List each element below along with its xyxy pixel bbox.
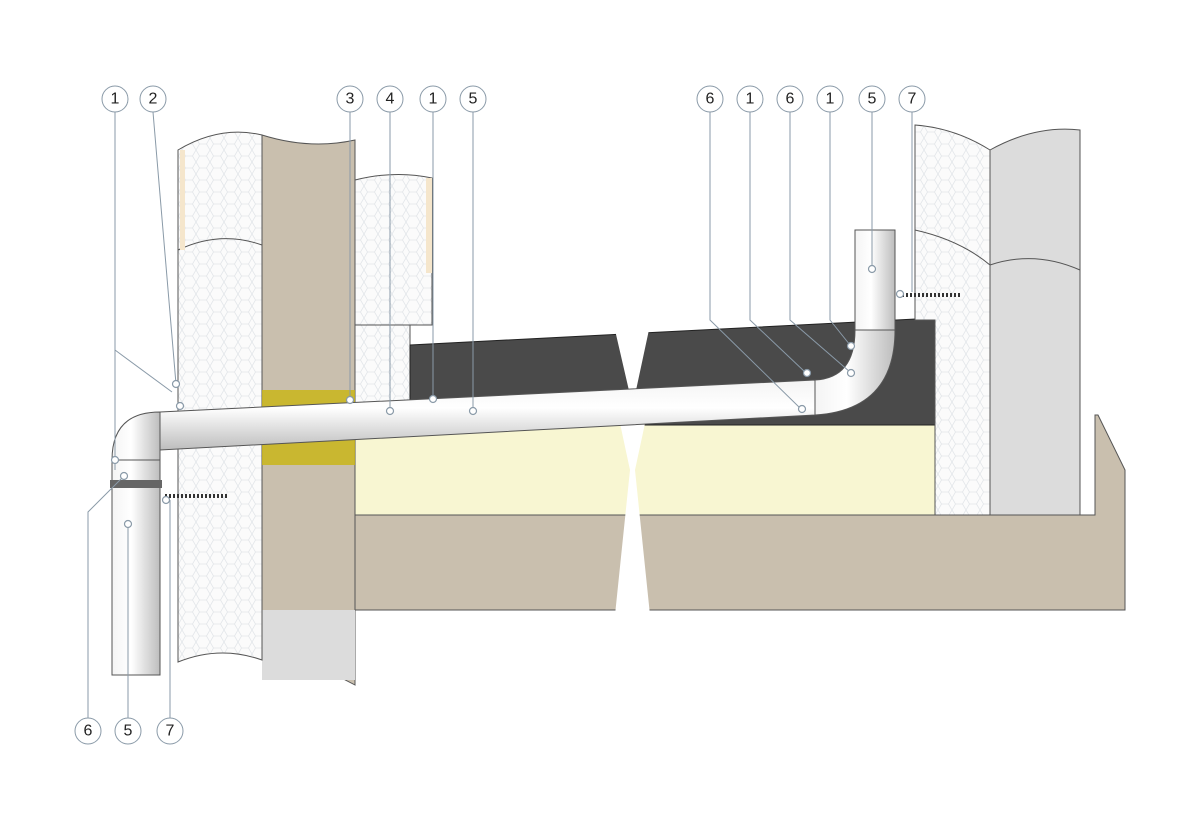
callout-top-3: 3 <box>336 85 364 113</box>
svg-text:1: 1 <box>111 91 120 108</box>
left-vertical-pipe <box>111 459 161 676</box>
svg-text:2: 2 <box>149 91 158 108</box>
svg-text:1: 1 <box>746 91 755 108</box>
svg-text:6: 6 <box>84 723 93 740</box>
svg-text:5: 5 <box>469 91 478 108</box>
callout-top-7: 6 <box>696 85 724 113</box>
callout-top-8: 1 <box>736 85 764 113</box>
svg-text:6: 6 <box>786 91 795 108</box>
callout-top-11: 5 <box>858 85 886 113</box>
svg-text:7: 7 <box>908 91 917 108</box>
callout-top-10: 1 <box>816 85 844 113</box>
svg-text:1: 1 <box>429 91 438 108</box>
inner-insulation <box>354 173 433 326</box>
concrete-slab <box>261 414 1126 611</box>
right-insulation <box>914 124 991 516</box>
callout-top-9: 6 <box>776 85 804 113</box>
svg-text:6: 6 <box>706 91 715 108</box>
foam-insulation <box>354 424 991 516</box>
right-vertical-pipe <box>854 229 896 331</box>
left-wall-lower <box>262 610 355 680</box>
callout-top-1: 1 <box>101 85 129 113</box>
callout-top-2: 2 <box>139 85 167 113</box>
svg-text:1: 1 <box>826 91 835 108</box>
callout-top-4: 4 <box>376 85 404 113</box>
svg-text:5: 5 <box>868 91 877 108</box>
callout-top-5: 1 <box>419 85 447 113</box>
svg-text:7: 7 <box>166 723 175 740</box>
svg-text:5: 5 <box>124 723 133 740</box>
callout-bottom-3: 7 <box>156 717 184 745</box>
left-insulation <box>177 131 263 663</box>
svg-text:4: 4 <box>386 91 395 108</box>
right-concrete-wall <box>989 128 1081 516</box>
callout-bottom-2: 5 <box>114 717 142 745</box>
callout-top-12: 7 <box>898 85 926 113</box>
svg-text:3: 3 <box>346 91 355 108</box>
callout-bottom-1: 6 <box>74 717 102 745</box>
callout-top-6: 5 <box>459 85 487 113</box>
